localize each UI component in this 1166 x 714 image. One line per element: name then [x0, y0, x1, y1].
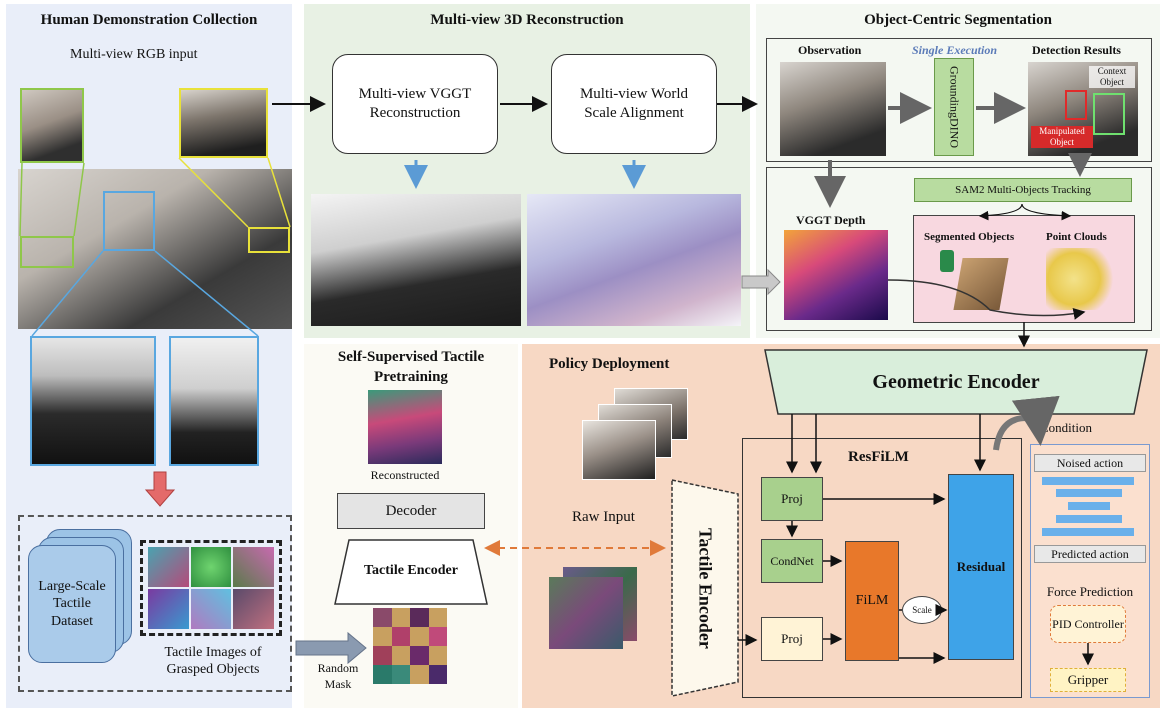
- tactile-encoder-text: Tactile Encoder: [695, 527, 716, 649]
- view-photo-1: [20, 88, 84, 163]
- predicted-action-box: Predicted action: [1034, 545, 1146, 563]
- action-bar: [1042, 528, 1134, 536]
- gripper-label: Gripper: [1067, 672, 1109, 687]
- policy-obs-1: [582, 420, 656, 480]
- reconstructed-label: Reconstructed: [370, 468, 440, 482]
- context-obj-label: Context Object: [1089, 66, 1135, 88]
- condition-label: Condition: [1040, 420, 1093, 435]
- view-photo-2: [179, 88, 268, 158]
- recon-title: Multi-view 3D Reconstruction: [430, 12, 624, 28]
- raw-tactile-1: [549, 577, 623, 649]
- gripper-box: Gripper: [1050, 668, 1126, 692]
- dataset-stack-1: Large-Scale Tactile Dataset: [28, 545, 116, 663]
- gripper-photo-2: [169, 336, 259, 466]
- proj-bottom-box: Proj: [761, 617, 823, 661]
- resfilm-label: ResFiLM: [848, 449, 909, 465]
- pointcloud-yellow-image: [1046, 248, 1116, 310]
- scale-align-box: Multi-view World Scale Alignment: [551, 54, 717, 154]
- observation-image: [780, 62, 886, 156]
- demo-title: Human Demonstration Collection: [40, 12, 258, 28]
- proj-top-box: Proj: [761, 477, 823, 521]
- observation-label: Observation: [798, 43, 862, 57]
- resfilm-frame: [742, 438, 1022, 698]
- pointcloud-image: [527, 194, 741, 326]
- pid-box: PID Controller: [1050, 605, 1126, 643]
- seg-top-frame: [766, 38, 1152, 162]
- tactile-cell: [190, 547, 232, 587]
- vggt-recon-label: Multi-view VGGT Reconstruction: [358, 85, 472, 122]
- noised-action-label: Noised action: [1056, 455, 1124, 470]
- decoder-label: Decoder: [385, 502, 437, 519]
- residual-box: Residual: [948, 474, 1014, 660]
- main-photo-box-yellow: [248, 227, 290, 253]
- predicted-action-label: Predicted action: [1051, 546, 1129, 561]
- seg-title: Object-Centric Segmentation: [864, 12, 1052, 28]
- pretrain-encoder-label: Tactile Encoder: [364, 563, 458, 578]
- demo-subtitle: Multi-view RGB input: [70, 47, 198, 62]
- vggt-recon-box: Multi-view VGGT Reconstruction: [332, 54, 498, 154]
- raw-input-label: Raw Input: [572, 509, 635, 525]
- tactile-cell: [148, 547, 189, 587]
- reconstructed-image: [368, 390, 442, 464]
- depth-image: [784, 230, 888, 320]
- film-label: FiLM: [855, 593, 889, 608]
- sam2-box: SAM2 Multi-Objects Tracking: [914, 178, 1132, 202]
- sam2-label: SAM2 Multi-Objects Tracking: [955, 184, 1091, 196]
- action-bar: [1068, 502, 1110, 510]
- tactile-cell: [233, 547, 274, 587]
- manip-bbox: [1065, 90, 1087, 120]
- pid-label: PID Controller: [1052, 616, 1124, 631]
- geometric-encoder-label: Geometric Encoder: [872, 371, 1040, 393]
- action-bar: [1056, 515, 1122, 523]
- gripper-photo-1: [30, 336, 156, 466]
- tactile-cell: [233, 589, 274, 629]
- tactile-grid: [148, 547, 274, 629]
- tactile-grid-frame: [140, 540, 282, 636]
- proj-top-label: Proj: [781, 491, 803, 506]
- action-bar: [1056, 489, 1122, 497]
- point-clouds-label: Point Clouds: [1046, 231, 1107, 243]
- seg-bottom-frame: [766, 167, 1152, 331]
- main-photo-box-blue: [103, 191, 155, 251]
- policy-title: Policy Deployment: [549, 356, 670, 372]
- condnet-label: CondNet: [770, 553, 814, 568]
- main-photo-box-green: [20, 236, 74, 268]
- residual-label: Residual: [956, 559, 1006, 574]
- single-exec-label: Single Execution: [912, 43, 998, 57]
- random-mask-label: Random Mask: [317, 661, 359, 691]
- grounding-box: GroundingDINO: [934, 58, 974, 156]
- context-bbox: [1093, 93, 1125, 135]
- action-bar: [1042, 477, 1134, 485]
- vggt-depth-label: VGGT Depth: [796, 213, 866, 227]
- detection-label: Detection Results: [1032, 43, 1121, 57]
- grounding-label: GroundingDINO: [947, 66, 962, 148]
- force-prediction-label: Force Prediction: [1046, 584, 1134, 599]
- proj-bottom-label: Proj: [781, 631, 803, 646]
- decoder-box: Decoder: [337, 493, 485, 529]
- segmented-label: Segmented Objects: [924, 231, 1015, 243]
- manip-obj-label: Manipulated Object: [1031, 126, 1093, 148]
- scale-ellipse: Scale: [902, 596, 942, 624]
- seg-can-image: [940, 250, 954, 272]
- film-box: FiLM: [845, 541, 899, 661]
- dataset-label: Large-Scale Tactile Dataset: [38, 578, 106, 629]
- tactile-cell: [148, 589, 189, 629]
- pretrain-title: Self-Supervised Tactile Pretraining: [337, 349, 485, 385]
- grid-caption: Tactile Images of Grasped Objects: [164, 645, 262, 677]
- seg-tray-image: [953, 258, 1009, 310]
- recon-result-image: [311, 194, 521, 326]
- scale-align-label: Multi-view World Scale Alignment: [579, 85, 689, 122]
- noised-action-box: Noised action: [1034, 454, 1146, 472]
- scale-label: Scale: [912, 605, 932, 615]
- tactile-encoder-label: Tactile Encoder: [672, 486, 738, 690]
- masked-image: [373, 608, 447, 684]
- tactile-cell: [190, 589, 232, 629]
- dataset-dashed-box: [18, 515, 292, 692]
- condnet-box: CondNet: [761, 539, 823, 583]
